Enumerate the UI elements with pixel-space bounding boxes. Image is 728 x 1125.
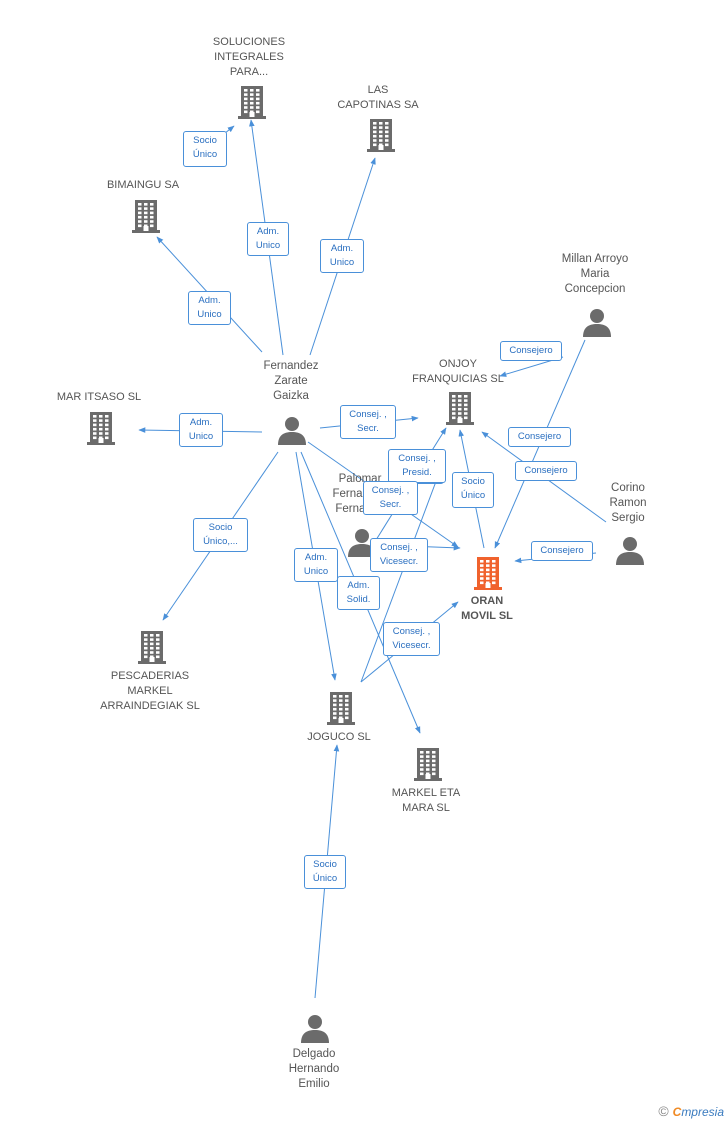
node-soluciones-label[interactable]: SOLUCIONES INTEGRALES PARA... [212,36,286,78]
edge-label-corino-to-onjoy[interactable]: Consejero [515,461,577,481]
node-onjoy-label[interactable]: ONJOY FRANQUICIAS SL [412,358,504,385]
node-oran-building-icon[interactable] [472,556,504,595]
edge-label-oran-to-onjoy[interactable]: Socio Único [452,472,494,508]
edge-label-fernandez-to-joguco[interactable]: Adm. Unico [294,548,338,582]
brand-initial: C [672,1105,682,1119]
node-millan-label[interactable]: Millan Arroyo Maria Concepcion [561,253,629,295]
node-corino-label[interactable]: Corino Ramon Sergio [609,482,647,524]
node-markel-building-icon[interactable] [412,747,444,786]
edge-label-joguco-to-oran[interactable]: Consej. , Vicesecr. [383,622,440,656]
edge-label-fernandez-to-bimaingu[interactable]: Adm. Unico [188,291,231,325]
edge-label-fernandez-to-maritsaso[interactable]: Adm. Unico [179,413,223,447]
edge-label-millan-to-onjoy[interactable]: Consejero [500,341,562,361]
edge-label-fernandez-to-soluciones[interactable]: Adm. Unico [247,222,289,256]
node-millan-person-icon[interactable] [582,307,612,342]
edge-label-fernandez-to-onjoy[interactable]: Consej. , Secr. [340,405,396,439]
edge-label-fernandez-to-pescaderias[interactable]: Socio Único,... [193,518,248,552]
node-maritsaso-label[interactable]: MAR ITSASO SL [56,391,142,403]
node-bimaingu-building-icon[interactable] [130,199,162,238]
copyright-symbol: © [658,1103,669,1119]
node-capotinas-building-icon[interactable] [365,118,397,157]
node-fernandez-label[interactable]: Fernandez Zarate Gaizka [263,360,319,402]
node-onjoy-building-icon[interactable] [444,391,476,430]
node-palomar-person-icon[interactable] [347,527,377,562]
node-oran-label[interactable]: ORAN MOVIL SL [461,595,513,622]
edge-label-fernandez-to-markel[interactable]: Adm. Solid. [337,576,380,610]
edge-label-joguco-to-onjoy[interactable]: Consej. , Vicesecr. [370,538,428,572]
node-markel-label[interactable]: MARKEL ETA MARA SL [391,787,461,814]
node-fernandez-person-icon[interactable] [277,415,307,450]
edge-label-delgado-to-joguco[interactable]: Socio Único [304,855,346,889]
node-maritsaso-building-icon[interactable] [85,411,117,450]
edge-label-fernandez-to-capotinas[interactable]: Adm. Unico [320,239,364,273]
node-corino-person-icon[interactable] [615,535,645,570]
node-joguco-label[interactable]: JOGUCO SL [307,731,371,743]
edge-label-palomar-to-onjoy[interactable]: Consej. , Presid. [388,449,446,483]
node-soluciones-building-icon[interactable] [236,85,268,124]
brand-name: mpresia [681,1105,724,1119]
edge-label-bimaingu-to-soluciones[interactable]: Socio Único [183,131,227,167]
node-capotinas-label[interactable]: LAS CAPOTINAS SA [337,84,419,111]
edge-label-corino-to-oran[interactable]: Consejero [531,541,593,561]
node-pescaderias-building-icon[interactable] [136,630,168,669]
node-pescaderias-label[interactable]: PESCADERIAS MARKEL ARRAINDEGIAK SL [100,670,200,712]
node-bimaingu-label[interactable]: BIMAINGU SA [106,179,180,191]
node-joguco-building-icon[interactable] [325,691,357,730]
node-delgado-label[interactable]: Delgado Hernando Emilio [288,1048,340,1090]
node-delgado-person-icon[interactable] [300,1013,330,1048]
footer-brand[interactable]: ©Cmpresia [658,1103,724,1119]
edge-label-palomar-to-oran[interactable]: Consej. , Secr. [363,481,418,515]
edge-label-millan-to-oran[interactable]: Consejero [508,427,571,447]
